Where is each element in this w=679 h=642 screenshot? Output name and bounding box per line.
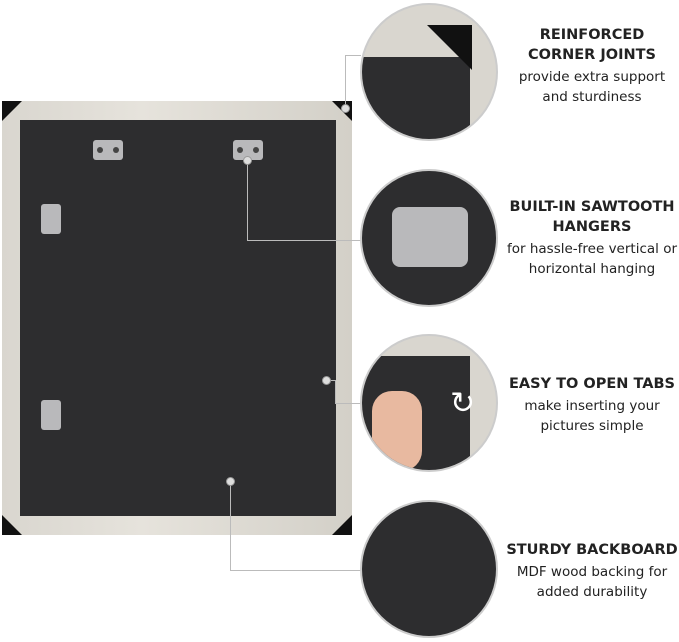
feature-corner: REINFORCED CORNER JOINTS provide extra s… — [505, 25, 679, 107]
feature-tabs: EASY TO OPEN TABS make inserting your pi… — [505, 374, 679, 436]
connector-line — [230, 570, 361, 571]
feature-title: STURDY BACKBOARD — [506, 542, 678, 558]
connector-line — [335, 380, 336, 404]
corner-joint-tl — [2, 101, 22, 121]
feature-hangers: BUILT-IN SAWTOOTH HANGERS for hassle-fre… — [505, 197, 679, 279]
connector-line — [230, 481, 231, 570]
connector-line — [345, 55, 346, 107]
callout-dot — [243, 156, 252, 165]
sawtooth-hanger — [41, 204, 61, 234]
feature-desc: provide extra support and sturdiness — [518, 69, 666, 105]
detail-backboard — [360, 500, 498, 638]
sawtooth-hanger — [233, 140, 263, 160]
corner-joint-br — [332, 515, 352, 535]
feature-desc: MDF wood backing for added durability — [516, 564, 668, 600]
backboard — [20, 120, 336, 516]
sawtooth-hanger — [41, 400, 61, 430]
connector-line — [345, 55, 361, 56]
detail-hanger — [360, 169, 498, 307]
rotate-icon: ↻ — [450, 386, 476, 421]
feature-title: EASY TO OPEN TABS — [509, 376, 675, 392]
detail-corner — [360, 3, 498, 141]
connector-line — [327, 380, 335, 381]
callout-dot — [341, 104, 350, 113]
callout-dot — [322, 376, 331, 385]
feature-title: REINFORCED CORNER JOINTS — [528, 27, 656, 63]
connector-line — [335, 403, 361, 404]
connector-line — [247, 240, 361, 241]
feature-desc: for hassle-free vertical or horizontal h… — [506, 241, 678, 277]
feature-backboard: STURDY BACKBOARD MDF wood backing for ad… — [505, 540, 679, 602]
corner-joint-bl — [2, 515, 22, 535]
detail-tab: ↻ — [360, 334, 498, 472]
connector-line — [247, 160, 248, 240]
hand-image — [372, 391, 422, 470]
feature-desc: make inserting your pictures simple — [524, 398, 660, 434]
sawtooth-hanger — [93, 140, 123, 160]
callout-dot — [226, 477, 235, 486]
feature-title: BUILT-IN SAWTOOTH HANGERS — [509, 199, 675, 235]
